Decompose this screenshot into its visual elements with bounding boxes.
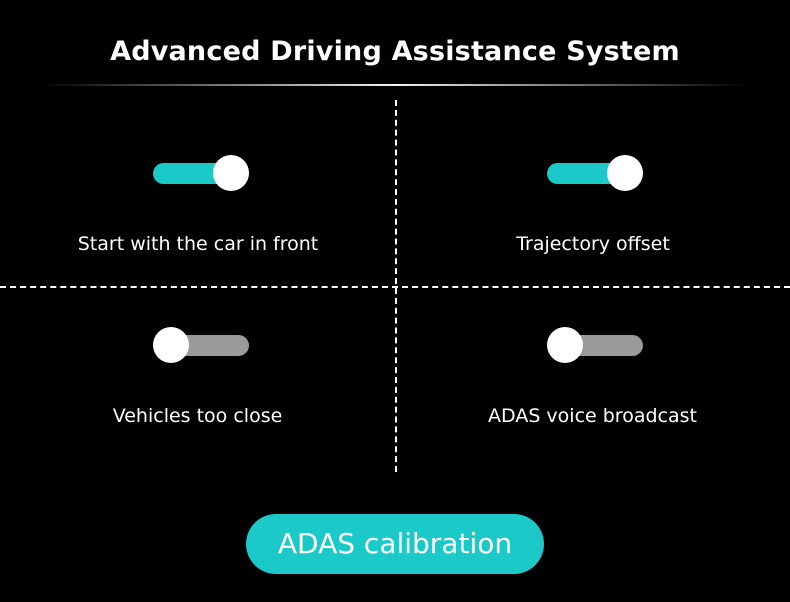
title-divider — [40, 84, 750, 86]
toggle-trajectory-offset[interactable] — [546, 153, 643, 193]
toggle-knob[interactable] — [152, 327, 189, 363]
toggle-knob[interactable] — [212, 155, 249, 191]
toggle-knob[interactable] — [546, 327, 583, 363]
setting-vehicles-too-close: Vehicles too close — [0, 322, 395, 472]
setting-trajectory-offset: Trajectory offset — [395, 150, 790, 300]
toggle-adas-voice-broadcast[interactable] — [546, 325, 643, 365]
adas-calibration-button[interactable]: ADAS calibration — [246, 514, 544, 574]
setting-label: Trajectory offset — [516, 233, 670, 255]
page-title: Advanced Driving Assistance System — [110, 36, 680, 67]
toggle-start-with-car-in-front[interactable] — [152, 153, 249, 193]
toggle-knob[interactable] — [606, 155, 643, 191]
setting-start-with-car-in-front: Start with the car in front — [0, 150, 395, 300]
toggle-vehicles-too-close[interactable] — [152, 325, 249, 365]
setting-label: Start with the car in front — [77, 233, 319, 255]
setting-label: ADAS voice broadcast — [488, 405, 697, 427]
setting-adas-voice-broadcast: ADAS voice broadcast — [395, 322, 790, 472]
setting-label: Vehicles too close — [112, 405, 283, 427]
horizontal-dashed-divider — [0, 286, 790, 288]
